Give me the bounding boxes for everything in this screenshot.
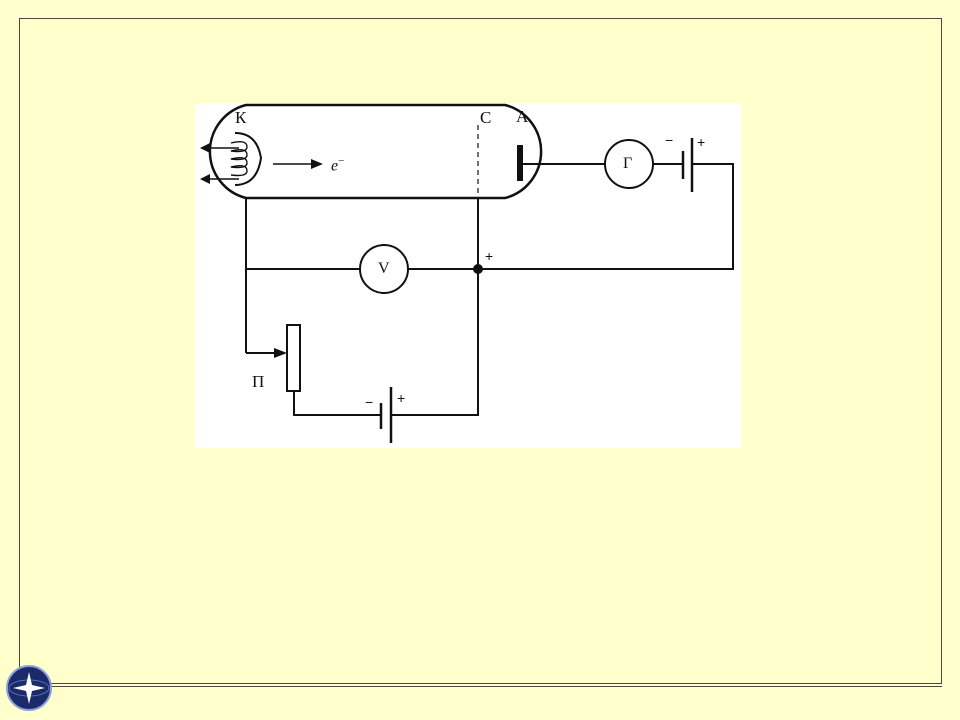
- grid-label: С: [480, 108, 492, 127]
- galvanometer-label: Г: [623, 155, 633, 172]
- cathode-coil: [230, 140, 248, 177]
- potentiometer-label: П: [252, 372, 265, 391]
- cathode-label: К: [235, 108, 247, 127]
- bottom-battery-plus-sign: +: [397, 390, 406, 406]
- heater-arrowhead-top: [200, 143, 210, 153]
- voltmeter-label: V: [378, 260, 390, 277]
- potentiometer: [286, 324, 301, 392]
- top-battery-minus-sign: −: [665, 132, 674, 148]
- circuit-diagram: К С А e− Г V П + − + − +: [195, 103, 741, 448]
- bottom-battery-minus-sign: −: [365, 394, 374, 410]
- slider-arrowhead: [274, 348, 287, 358]
- electron-arrowhead: [311, 159, 323, 169]
- slide-frame: [19, 18, 942, 684]
- anode-label: А: [516, 107, 529, 126]
- electron-label: e−: [331, 155, 345, 175]
- heater-arrowhead-bottom: [200, 174, 210, 184]
- star-globe-logo-icon: [5, 664, 53, 712]
- vacuum-tube: [208, 103, 543, 200]
- bottom-rule: [44, 686, 942, 687]
- circuit-svg: [200, 103, 734, 443]
- junction-dot: [473, 264, 483, 274]
- top-battery-plus-sign: +: [697, 134, 706, 150]
- junction-plus-sign: +: [485, 248, 494, 264]
- cathode-body: [234, 132, 263, 186]
